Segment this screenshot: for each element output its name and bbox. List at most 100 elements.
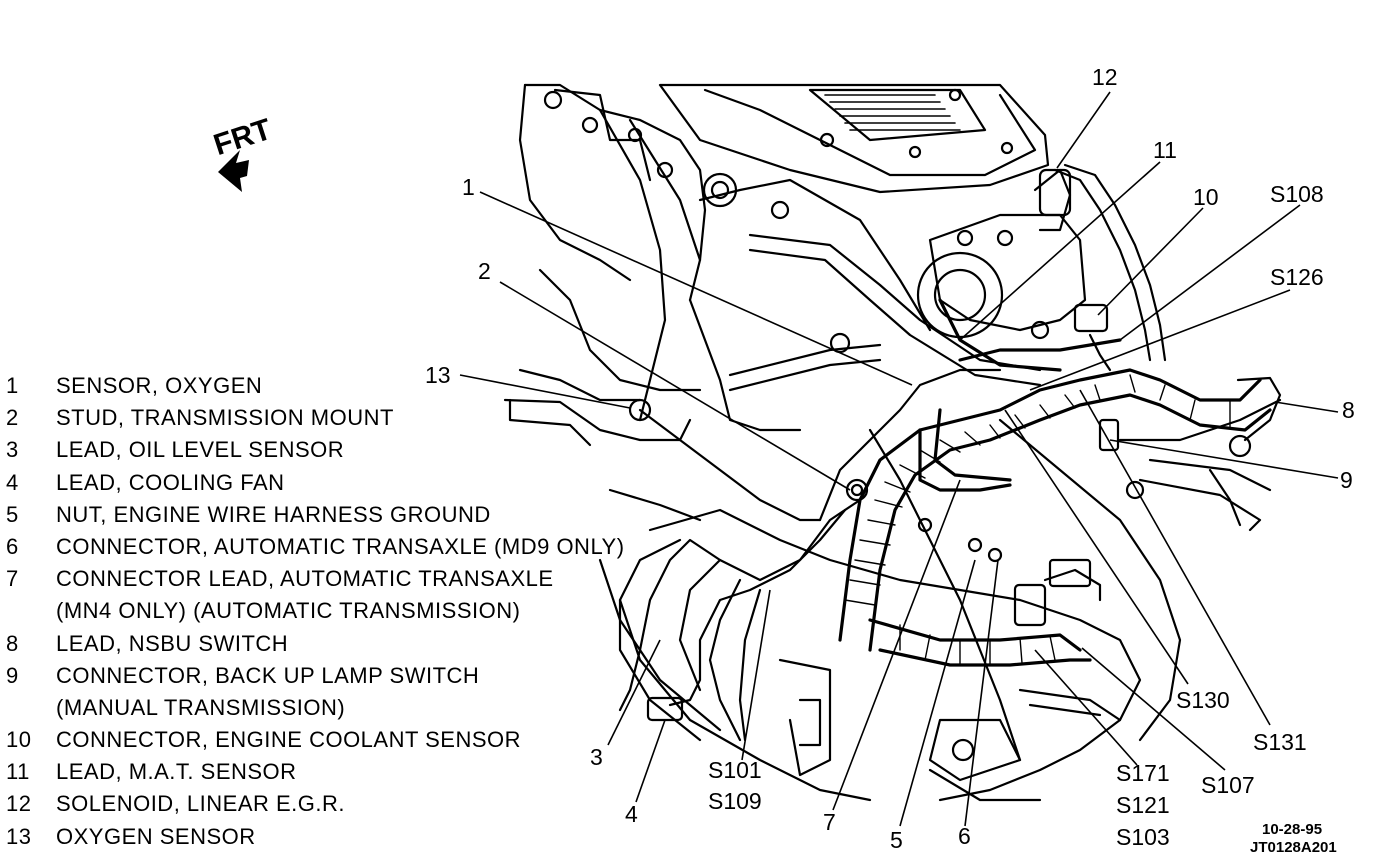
legend-item-number: 2 (6, 405, 19, 431)
legend-item: 10 CONNECTOR, ENGINE COOLANT SENSOR (6, 724, 626, 756)
parts-legend: 1 SENSOR, OXYGEN 2 STUD, TRANSMISSION MOUNT… (6, 370, 626, 853)
leader-line-9 (1109, 439, 1339, 479)
callout-7: 7 (823, 809, 836, 835)
legend-item-label: (MN4 ONLY) (AUTOMATIC TRANSMISSION) (56, 598, 521, 624)
legend-item-label: STUD, TRANSMISSION MOUNT (56, 405, 394, 431)
legend-item: 13 OXYGEN SENSOR (6, 821, 626, 853)
coolant-sensor-connector (1073, 303, 1109, 333)
figure-date: 10-28-95 (1262, 821, 1322, 838)
legend-item-label: CONNECTOR, ENGINE COOLANT SENSOR (56, 727, 522, 753)
legend-item-label: SENSOR, OXYGEN (56, 373, 263, 398)
legend-item: 8 LEAD, NSBU SWITCH (6, 628, 626, 660)
wire-harness-main (838, 368, 1262, 642)
legend-item-label: CONNECTOR, BACK UP LAMP SWITCH (56, 662, 480, 688)
legend-item: 5 NUT, ENGINE WIRE HARNESS GROUND (6, 499, 626, 531)
callout-13: 13 (425, 362, 451, 388)
callout-4: 4 (625, 801, 638, 827)
legend-item-label: LEAD, OIL LEVEL SENSOR (56, 437, 345, 463)
legend-item-label: LEAD, COOLING FAN (56, 469, 285, 495)
leader-line-1 (479, 191, 913, 386)
legend-item-label: LEAD, M.A.T. SENSOR (56, 759, 297, 785)
legend-item-number: 11 (6, 759, 30, 785)
figure-id: JT0128A201 (1250, 839, 1337, 856)
legend-item: 12 SOLENOID, LINEAR E.G.R. (6, 788, 626, 820)
legend-item: 9 CONNECTOR, BACK UP LAMP SWITCH (6, 660, 626, 692)
legend-item: (MANUAL TRANSMISSION) (6, 692, 626, 724)
legend-item-label: SOLENOID, LINEAR E.G.R. (56, 791, 346, 817)
legend-item: 7 CONNECTOR LEAD, AUTOMATIC TRANSAXLE (6, 563, 626, 595)
callout-9: 9 (1340, 467, 1353, 493)
egr-tube (748, 233, 1042, 372)
callout-s171: S171 (1116, 760, 1170, 786)
callout-3: 3 (590, 744, 603, 770)
leader-line-6 (964, 559, 999, 827)
callout-s130: S130 (1176, 687, 1230, 713)
callout-s126: S126 (1270, 264, 1324, 290)
callout-5: 5 (890, 827, 903, 853)
legend-item-label: CONNECTOR, AUTOMATIC TRANSAXLE (MD9 ONLY… (56, 533, 625, 559)
legend-item-number: 12 (6, 791, 32, 817)
legend-item-number: 8 (6, 630, 19, 656)
legend-item-label: LEAD, NSBU SWITCH (56, 630, 289, 656)
leader-line-s131 (1079, 389, 1271, 726)
legend-item: (MN4 ONLY) (AUTOMATIC TRANSMISSION) (6, 595, 626, 627)
leader-line-s108 (1119, 204, 1301, 341)
legend-item: 11 LEAD, M.A.T. SENSOR (6, 756, 626, 788)
oxygen-sensor-wire (638, 408, 822, 522)
leader-line-10 (1097, 207, 1204, 316)
legend-item: 6 CONNECTOR, AUTOMATIC TRANSAXLE (MD9 ONL… (6, 531, 626, 563)
leader-line-11 (959, 161, 1161, 341)
leader-line-s126 (1029, 289, 1291, 391)
callout-2: 2 (478, 258, 491, 284)
callout-1: 1 (462, 174, 475, 200)
callout-6: 6 (958, 823, 971, 849)
callout-s121: S121 (1116, 792, 1170, 818)
callout-s107: S107 (1201, 772, 1255, 798)
legend-item-number: 9 (6, 662, 19, 688)
legend-item-label: (MANUAL TRANSMISSION) (56, 694, 346, 720)
intake-manifold (523, 83, 707, 302)
callout-s101: S101 (708, 757, 762, 783)
callout-8: 8 (1342, 397, 1355, 423)
throttle-body (928, 213, 1087, 332)
leader-line-2 (499, 281, 851, 491)
legend-item-number: 1 (6, 373, 19, 398)
callout-10: 10 (1193, 184, 1219, 210)
legend-item-label: OXYGEN SENSOR (56, 823, 256, 849)
legend-item: 4 LEAD, COOLING FAN (6, 467, 626, 499)
legend-item-number: 3 (6, 437, 19, 463)
leader-line-5 (899, 559, 976, 827)
legend-item-number: 4 (6, 469, 19, 495)
leader-line-s130 (1004, 409, 1189, 685)
leader-line-8 (1274, 401, 1339, 413)
leader-line-12 (1056, 91, 1111, 169)
leader-line-s171 (1034, 649, 1138, 766)
callout-s109: S109 (708, 788, 762, 814)
leader-line-13 (459, 374, 631, 409)
legend-item-label: NUT, ENGINE WIRE HARNESS GROUND (56, 501, 491, 527)
legend-item-number: 7 (6, 566, 19, 592)
leader-line-3 (607, 639, 661, 746)
legend-item-label: CONNECTOR LEAD, AUTOMATIC TRANSAXLE (56, 566, 554, 592)
valve-cover (658, 83, 1050, 194)
callout-s103: S103 (1116, 824, 1170, 850)
frt-arrow (218, 150, 249, 192)
leader-line-s101 (741, 589, 771, 761)
leader-line-4 (635, 719, 666, 803)
legend-item-number: 10 (6, 727, 32, 753)
legend-item-number: 5 (6, 501, 19, 527)
legend-item-number: 6 (6, 533, 19, 559)
legend-item: 1 SENSOR, OXYGEN (6, 370, 626, 402)
legend-item: 3 LEAD, OIL LEVEL SENSOR (6, 434, 626, 466)
callout-s131: S131 (1253, 729, 1307, 755)
leader-line-7 (832, 479, 961, 811)
legend-item: 2 STUD, TRANSMISSION MOUNT (6, 402, 626, 434)
leader-line-s107 (1081, 647, 1226, 771)
callout-s108: S108 (1270, 181, 1324, 207)
transaxle-case (648, 508, 1142, 802)
callout-12: 12 (1092, 64, 1118, 90)
legend-item-number: 13 (6, 823, 32, 849)
callout-11: 11 (1153, 137, 1177, 163)
